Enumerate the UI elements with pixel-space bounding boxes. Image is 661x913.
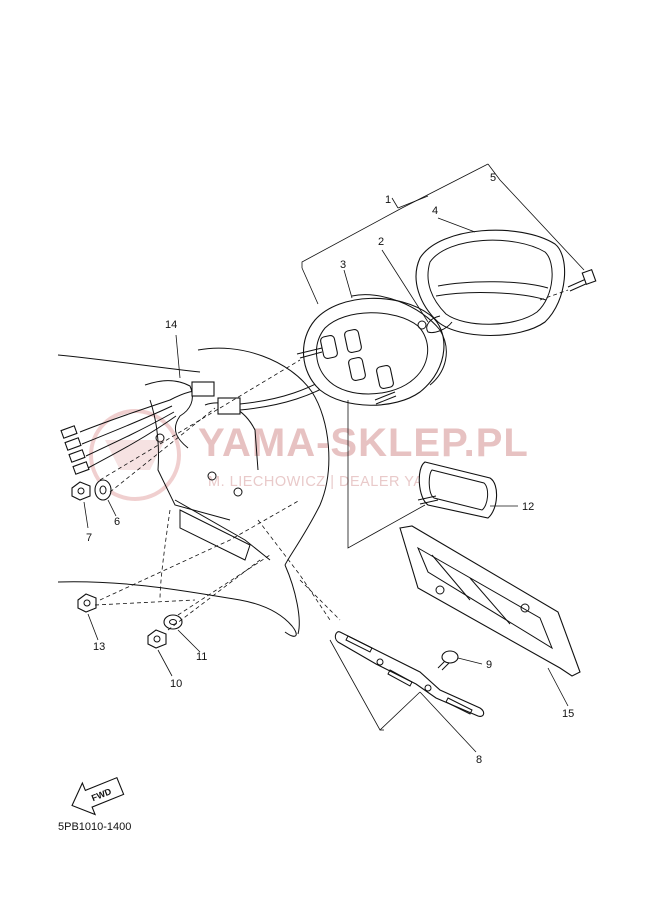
washer-6-icon bbox=[94, 479, 112, 501]
callout-5: 5 bbox=[490, 172, 496, 184]
callout-11: 11 bbox=[196, 651, 207, 663]
nut-13-icon bbox=[77, 593, 97, 613]
watermark-text: YAMA-SKLEP.PL bbox=[198, 421, 529, 465]
lens-screw-icon bbox=[567, 268, 597, 292]
connector-male-icon bbox=[217, 397, 241, 415]
watermark: YAMA-SKLEP.PL M. LIECHOWICZ | DEALER YAM… bbox=[89, 409, 529, 501]
watermark-subtext: M. LIECHOWICZ | DEALER YAMAHA bbox=[208, 474, 467, 490]
watermark-logo-icon bbox=[89, 409, 181, 501]
callout-2: 2 bbox=[378, 236, 384, 248]
callout-10: 10 bbox=[170, 678, 182, 690]
fwd-arrow-icon: FWD bbox=[71, 776, 125, 816]
license-light bbox=[417, 461, 498, 519]
diagram-code: 5PB1010-1400 bbox=[58, 821, 131, 833]
callout-4: 4 bbox=[432, 205, 438, 217]
stay-bracket bbox=[334, 631, 485, 717]
callout-labels: 1 2 3 4 5 6 7 8 9 10 11 12 13 14 15 bbox=[86, 172, 574, 766]
tail-light-assembly bbox=[296, 229, 597, 406]
bolt-9-icon bbox=[437, 650, 459, 671]
license-plate-bracket bbox=[399, 525, 581, 677]
callout-8: 8 bbox=[476, 754, 482, 766]
callout-12: 12 bbox=[522, 501, 534, 513]
callout-1: 1 bbox=[385, 194, 391, 206]
washer-11-icon bbox=[163, 614, 183, 630]
callout-14: 14 bbox=[165, 319, 177, 331]
connector-female-icon bbox=[191, 381, 215, 397]
nut-10-icon bbox=[147, 629, 167, 649]
assembly-dashed-lines bbox=[94, 359, 426, 631]
callout-7: 7 bbox=[86, 532, 92, 544]
callout-3: 3 bbox=[340, 259, 346, 271]
leader-lines bbox=[83, 163, 585, 753]
callout-6: 6 bbox=[114, 516, 120, 528]
rear-fender bbox=[57, 347, 330, 637]
callout-9: 9 bbox=[486, 659, 492, 671]
callout-15: 15 bbox=[562, 708, 574, 720]
nut-7-icon bbox=[71, 481, 91, 501]
callout-13: 13 bbox=[93, 641, 105, 653]
